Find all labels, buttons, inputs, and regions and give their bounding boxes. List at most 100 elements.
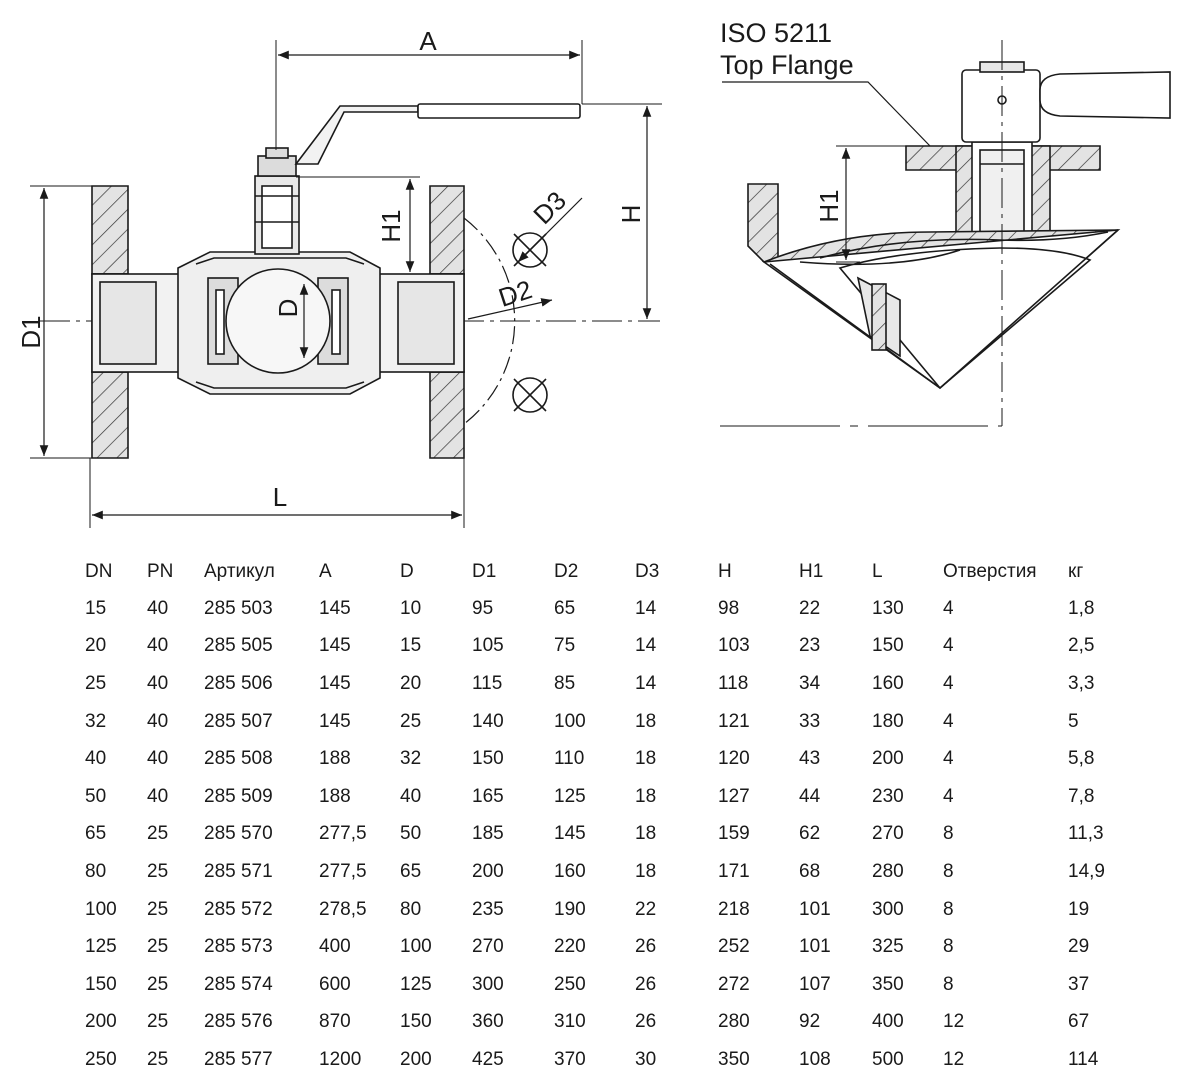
table-cell: 8 xyxy=(943,936,954,958)
table-cell: 25 xyxy=(147,898,169,920)
table-cell: 1200 xyxy=(319,1048,362,1070)
table-cell: 285 505 xyxy=(204,635,273,657)
table-cell: 5 xyxy=(1068,710,1079,732)
table-cell: 32 xyxy=(85,710,107,732)
table-cell: 272 xyxy=(718,973,750,995)
table-cell: 118 xyxy=(718,672,749,694)
table-cell: 18 xyxy=(635,785,657,807)
table-cell: 20 xyxy=(85,635,107,657)
column-header: D1 xyxy=(472,560,497,582)
valve-side-view xyxy=(30,40,662,528)
table-cell: 85 xyxy=(554,672,576,694)
table-cell: 200 xyxy=(400,1048,432,1070)
table-cell: 4 xyxy=(943,597,954,619)
table-cell: 250 xyxy=(85,1048,117,1070)
table-cell: 100 xyxy=(85,898,117,920)
dim-d2-line xyxy=(467,298,553,320)
column-header: Отверстия xyxy=(943,560,1037,582)
table-cell: 8 xyxy=(943,860,954,882)
column-header: PN xyxy=(147,560,174,582)
column-header: D xyxy=(400,560,414,582)
table-cell: 32 xyxy=(400,748,422,770)
table-cell: 14,9 xyxy=(1068,860,1105,882)
table-cell: 285 572 xyxy=(204,898,273,920)
table-cell: 25 xyxy=(147,823,169,845)
column-header: A xyxy=(319,560,332,582)
table-cell: 25 xyxy=(147,973,169,995)
iso-leader-line xyxy=(722,81,931,147)
table-cell: 20 xyxy=(400,672,422,694)
table-cell: 95 xyxy=(472,597,494,619)
table-cell: 40 xyxy=(147,710,169,732)
table-cell: 200 xyxy=(872,748,904,770)
iso-label-line1: ISO 5211 xyxy=(720,18,832,48)
table-cell: 165 xyxy=(472,785,504,807)
label-h1: H1 xyxy=(376,209,406,242)
table-cell: 25 xyxy=(147,860,169,882)
table-cell: 600 xyxy=(319,973,351,995)
column-header: D2 xyxy=(554,560,579,582)
table-cell: 18 xyxy=(635,823,657,845)
table-cell: 26 xyxy=(635,973,657,995)
table-cell: 180 xyxy=(872,710,904,732)
table-cell: 100 xyxy=(554,710,586,732)
table-cell: 300 xyxy=(472,973,504,995)
table-cell: 4 xyxy=(943,710,954,732)
table-cell: 23 xyxy=(799,635,821,657)
table-cell: 67 xyxy=(1068,1011,1090,1033)
table-cell: 37 xyxy=(1068,973,1090,995)
table-cell: 285 503 xyxy=(204,597,273,619)
table-cell: 25 xyxy=(147,1048,169,1070)
table-cell: 5,8 xyxy=(1068,748,1095,770)
table-cell: 400 xyxy=(319,936,351,958)
table-cell: 500 xyxy=(872,1048,904,1070)
table-cell: 127 xyxy=(718,785,750,807)
label-h: H xyxy=(616,205,646,224)
table-cell: 14 xyxy=(635,635,657,657)
table-cell: 150 xyxy=(85,973,117,995)
table-cell: 25 xyxy=(400,710,422,732)
table-cell: 4 xyxy=(943,748,954,770)
table-cell: 160 xyxy=(872,672,904,694)
column-header: L xyxy=(872,560,883,582)
table-cell: 150 xyxy=(472,748,504,770)
table-cell: 280 xyxy=(872,860,904,882)
table-cell: 107 xyxy=(799,973,831,995)
dim-d3-line xyxy=(517,197,583,263)
table-cell: 44 xyxy=(799,785,821,807)
detail-left-flange xyxy=(747,183,779,263)
table-cell: 190 xyxy=(554,898,586,920)
table-cell: 43 xyxy=(799,748,821,770)
table-cell: 145 xyxy=(319,597,351,619)
table-cell: 26 xyxy=(635,1011,657,1033)
iso-label-line2: Top Flange xyxy=(720,50,854,80)
table-cell: 40 xyxy=(400,785,422,807)
table-cell: 14 xyxy=(635,672,657,694)
table-cell: 125 xyxy=(400,973,432,995)
column-header: H xyxy=(718,560,732,582)
table-cell: 98 xyxy=(718,597,740,619)
table-cell: 270 xyxy=(472,936,504,958)
table-cell: 250 xyxy=(554,973,586,995)
column-header: кг xyxy=(1068,560,1084,582)
table-cell: 2,5 xyxy=(1068,635,1095,657)
table-cell: 8 xyxy=(943,823,954,845)
handle-lever xyxy=(294,105,419,165)
table-cell: 12 xyxy=(943,1011,965,1033)
table-cell: 114 xyxy=(1068,1048,1099,1070)
detail-label-h1: H1 xyxy=(814,189,844,222)
table-cell: 30 xyxy=(635,1048,657,1070)
table-cell: 25 xyxy=(147,1011,169,1033)
table-cell: 285 571 xyxy=(204,860,273,882)
table-cell: 125 xyxy=(85,936,117,958)
table-cell: 160 xyxy=(554,860,586,882)
table-cell: 65 xyxy=(554,597,576,619)
table-cell: 110 xyxy=(554,748,585,770)
